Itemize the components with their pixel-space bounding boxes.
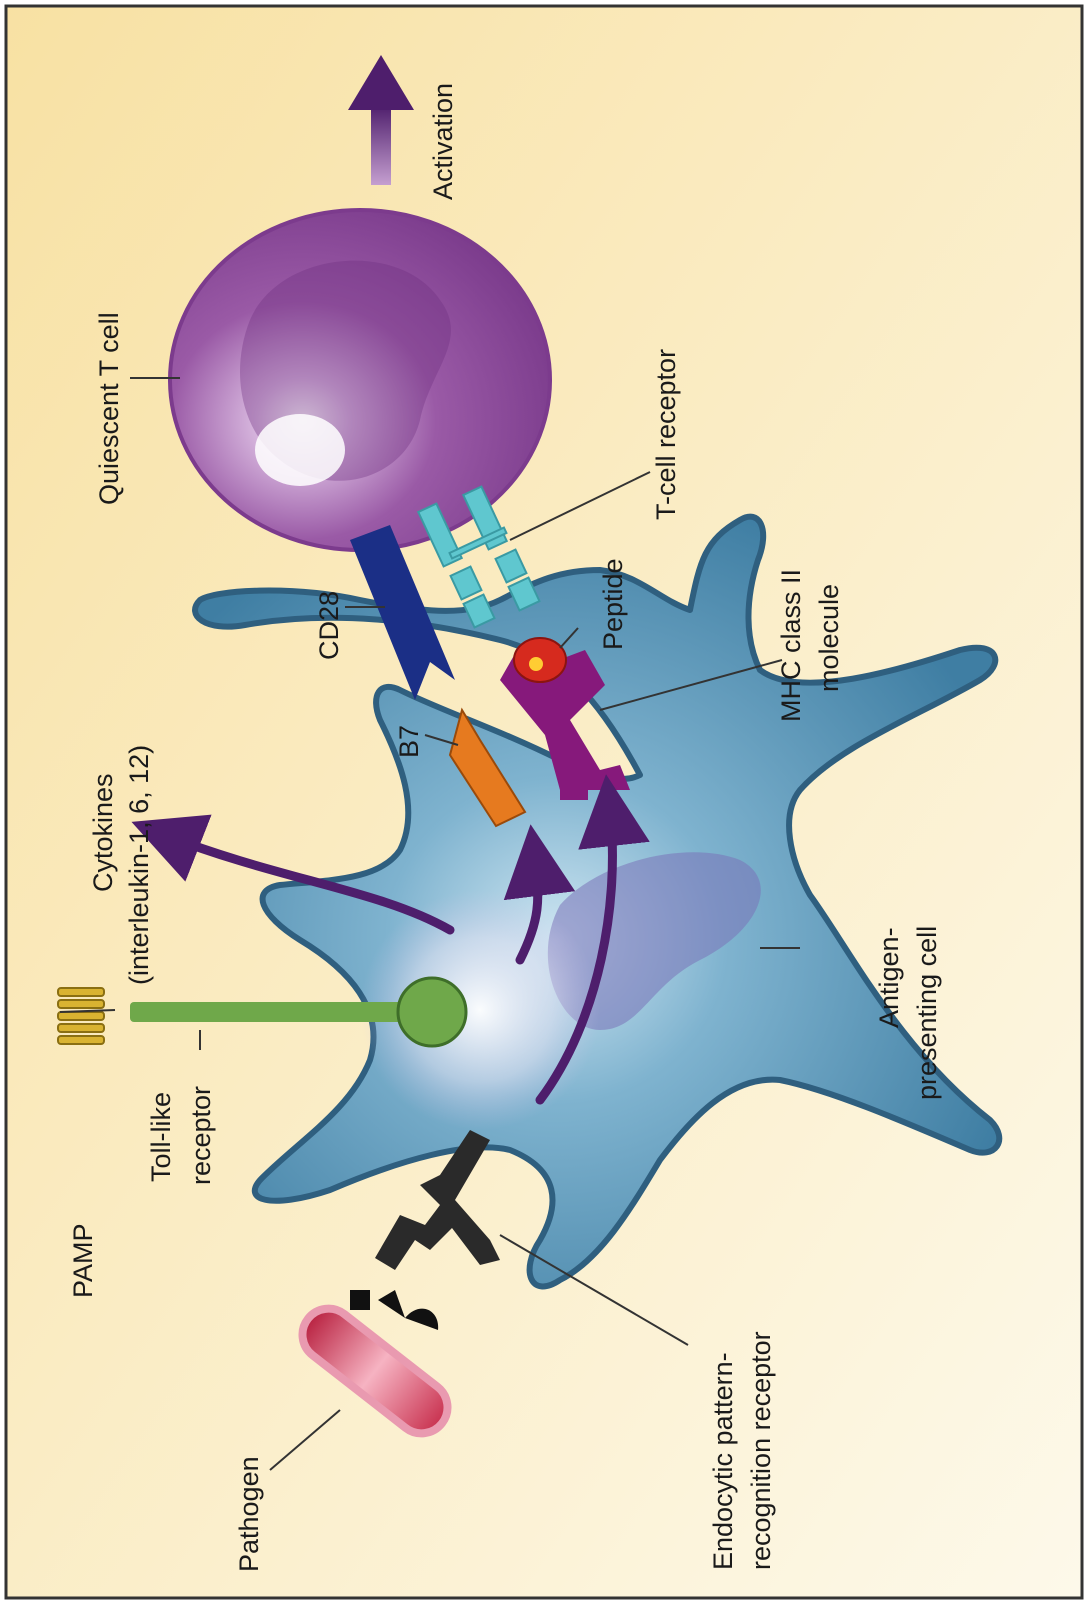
quiescent-t-cell-label: Quiescent T cell: [94, 312, 124, 505]
antigen-presenting-cell-label-line2: presenting cell: [912, 926, 942, 1100]
pamp: [58, 988, 104, 1044]
t-cell-receptor-label: T-cell receptor: [651, 349, 681, 520]
endocytic-receptor-label-line2: recognition receptor: [746, 1331, 776, 1570]
cd28-label: CD28: [314, 591, 344, 660]
endocytic-receptor-label-line1: Endocytic pattern-: [708, 1352, 738, 1570]
quiescent-t-cell: [170, 210, 550, 550]
toll-like-receptor-label-line1: Toll-like: [146, 1092, 176, 1182]
toll-like-receptor-label-line2: receptor: [186, 1086, 216, 1185]
activation-label: Activation: [428, 83, 458, 200]
pamp-label: PAMP: [68, 1223, 98, 1298]
pathogen-label: Pathogen: [234, 1456, 264, 1572]
b7-label: B7: [394, 725, 424, 758]
antigen-presenting-cell-label-line1: Antigen-: [874, 927, 904, 1028]
mhc-label-line1: MHC class II: [776, 569, 806, 722]
peptide-label: Peptide: [598, 558, 628, 650]
cytokines-label-line1: Cytokines: [88, 773, 118, 892]
cytokines-label-line2: (interleukin-1, 6, 12): [124, 745, 154, 985]
mhc-label-line2: molecule: [814, 584, 844, 692]
